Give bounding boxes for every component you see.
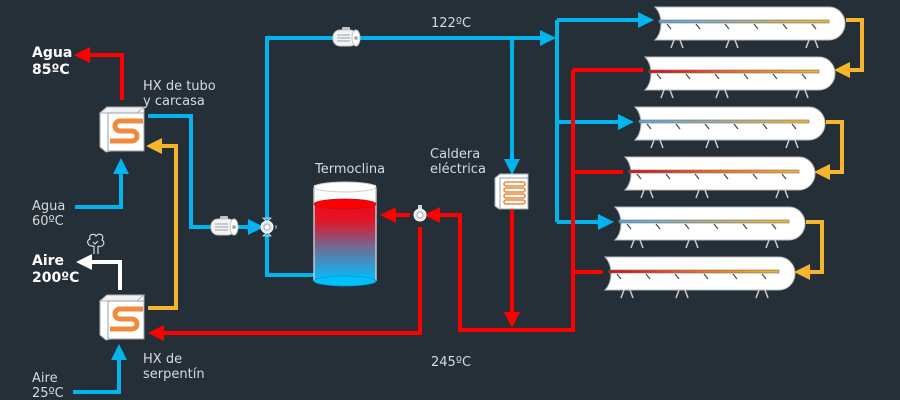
hx-shell-tube-label: HX de tubo y carcasa: [143, 79, 216, 109]
air-in-name: Aire: [32, 371, 58, 386]
pipe-collector-loop-1: [834, 18, 864, 78]
parabolic-trough-icon: [603, 256, 796, 299]
thermocline-label: Termoclina: [315, 162, 386, 177]
hot-temperature-label: 245ºC: [431, 355, 472, 370]
parabolic-trough-icon: [633, 106, 826, 149]
air-in-temp: 25ºC: [32, 386, 64, 400]
pipe-valve-up: [265, 36, 333, 220]
water-out-name: Agua: [32, 45, 73, 61]
hx-shell-tube-icon: [98, 106, 146, 153]
absorber-tube: [618, 219, 790, 224]
hx-coil-label-line2: serpentín: [143, 367, 205, 382]
pump-icon: [210, 216, 239, 236]
absorber-tube: [608, 269, 780, 274]
parabolic-trough-icon: [613, 206, 806, 249]
pipe-hx-return-cold: [148, 114, 212, 229]
absorber-tube: [638, 119, 810, 124]
three-way-valve-icon: [260, 217, 277, 237]
parabolic-trough-icon: [623, 156, 816, 199]
hx-shell-tube-label-line1: HX de tubo: [143, 79, 216, 94]
air-out-label: Aire 200ºC: [32, 253, 79, 287]
electric-boiler-label: Caldera eléctrica: [430, 147, 486, 177]
electric-boiler-label-line1: Caldera: [430, 147, 481, 162]
pipe-intermediate-loop: [146, 138, 178, 310]
cold-temperature-label: 122ºC: [431, 16, 472, 31]
hx-coil-icon: [98, 294, 146, 341]
air-in-label: Aire 25ºC: [32, 371, 64, 400]
water-in-name: Agua: [32, 199, 66, 214]
pump-icon: [332, 27, 361, 47]
air-out-name: Aire: [32, 253, 65, 269]
electric-boiler-label-line2: eléctrica: [430, 162, 486, 177]
pipe-hot-water-out: [74, 47, 124, 100]
absorber-tube: [628, 169, 800, 174]
parabolic-trough-icon: [653, 6, 846, 49]
pipe-air-out: [76, 254, 122, 290]
pipe-hot-manifold: [424, 70, 575, 332]
absorber-tube: [658, 19, 830, 24]
water-in-temp: 60ºC: [32, 214, 64, 229]
hx-coil-label-line1: HX de: [143, 352, 183, 367]
solar-collector-field: [603, 6, 846, 299]
pipe-valve-to-tank-bottom: [265, 234, 314, 277]
water-in-label: Agua 60ºC: [32, 199, 65, 229]
pipe-air-in: [73, 344, 127, 394]
pipe-collector-loop-3: [794, 220, 824, 280]
air-out-temp: 200ºC: [32, 270, 80, 286]
water-out-label: Agua 85ºC: [32, 45, 72, 79]
electric-boiler-icon: [494, 173, 529, 210]
hx-shell-tube-label-line2: y carcasa: [143, 94, 205, 109]
pipe-hot-to-hx-coil: [148, 227, 422, 341]
three-way-valve-icon: [413, 205, 427, 222]
parabolic-trough-icon: [643, 56, 836, 99]
pipe-collector-loop-2: [814, 120, 844, 180]
thermocline-tank-icon: [313, 181, 377, 287]
water-out-temp: 85ºC: [32, 62, 70, 78]
hx-coil-label: HX de serpentín: [143, 352, 205, 382]
pipe-cold-water-in: [75, 158, 129, 209]
tree-icon: [87, 233, 105, 254]
absorber-tube: [648, 69, 820, 74]
